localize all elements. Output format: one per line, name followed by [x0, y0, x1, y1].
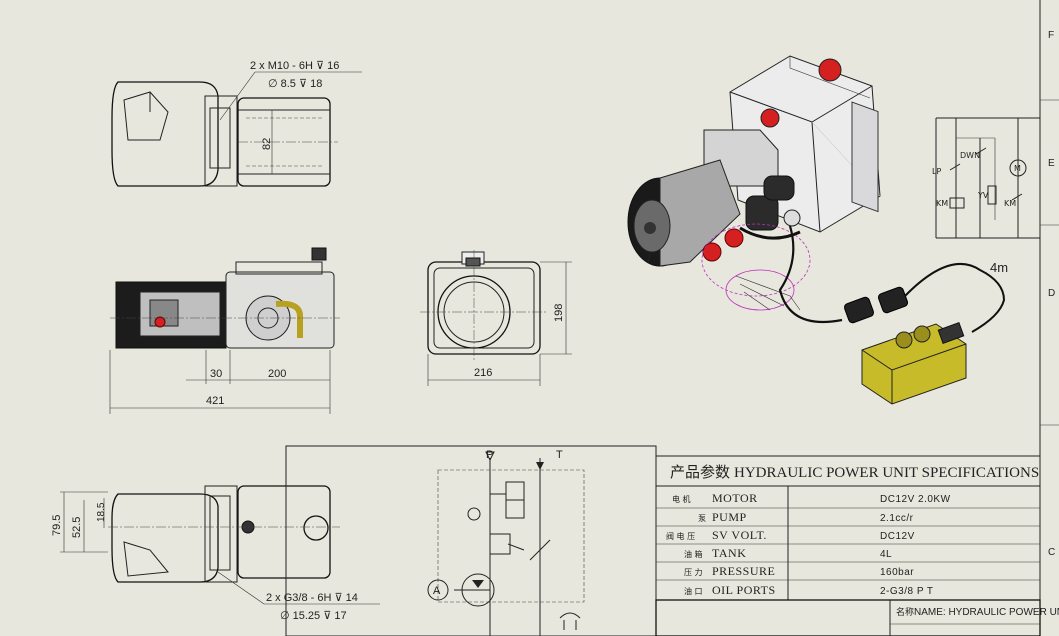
top-view: 82 2 x M10 - 6H ⊽ 16 ∅ 8.5 ⊽ 18	[111, 60, 362, 187]
dim-52-5: 52.5	[71, 517, 83, 538]
dim-216: 216	[474, 367, 492, 379]
spec-row-value: 160bar	[880, 567, 914, 578]
relief-valve-cap	[760, 108, 780, 128]
spec-row-cn: 油 口	[684, 586, 703, 596]
title-block: 名称 NAME: HYDRAULIC POWER UNIT	[655, 599, 1059, 636]
control-cable	[778, 225, 843, 324]
title-name-en: NAME: HYDRAULIC POWER UNIT	[914, 607, 1059, 618]
spec-row-value: DC12V 2.0KW	[880, 494, 951, 505]
border-letter-e: E	[1048, 158, 1055, 169]
spec-row-label: PUMP	[712, 510, 747, 524]
drawing-border: F E D C	[1039, 0, 1059, 636]
spec-row-label: SV VOLT.	[712, 528, 767, 542]
spec-table: 产品参数 HYDRAULIC POWER UNIT SPECIFICATIONS…	[655, 455, 1041, 601]
label-km-1: KM	[936, 199, 948, 208]
spec-title-cn: 产品参数	[670, 464, 730, 481]
label-km-2: KM	[1004, 199, 1016, 208]
spec-row-label: TANK	[712, 546, 746, 560]
thread-callout-2: ∅ 8.5 ⊽ 18	[268, 78, 322, 90]
side-view: 30 200 421	[109, 247, 340, 414]
dim-79-5: 79.5	[51, 515, 63, 536]
spec-row-cn: 泵	[698, 514, 706, 523]
port-t-label: T	[556, 449, 563, 461]
highlight-circle	[701, 223, 811, 297]
spec-row-value: 2.1cc/r	[880, 513, 914, 524]
spec-row-value: 2-G3/8 P T	[880, 586, 934, 597]
dim-200: 200	[268, 368, 286, 380]
spec-row-cn: 油 箱	[684, 549, 703, 559]
electrical-schematic: LP DWN KM M YV KM	[932, 117, 1040, 239]
dim-421: 421	[206, 395, 224, 407]
title-name-cn: 名称	[896, 606, 914, 618]
bottom-view: 79.5 52.5 18.5 2 x G3/8 - 6H ⊽ 14 ∅ 15.2…	[51, 485, 380, 622]
spec-row-label: OIL PORTS	[712, 583, 776, 597]
spec-row-label: PRESSURE	[712, 564, 775, 578]
valve-red-cap	[154, 316, 166, 328]
label-dn: DWN	[960, 151, 980, 160]
spec-row-value: 4L	[880, 549, 892, 560]
dim-30: 30	[210, 368, 222, 380]
label-m: M	[1014, 164, 1021, 173]
spec-row-value: DC12V	[880, 531, 915, 542]
label-yv: YV	[977, 191, 989, 200]
spec-title-en: HYDRAULIC POWER UNIT SPECIFICATIONS	[734, 465, 1039, 481]
thread-callout-1: 2 x M10 - 6H ⊽ 16	[250, 60, 339, 72]
front-view: 198 216	[420, 250, 572, 386]
pendant-controller	[861, 323, 967, 405]
isometric-assembly: 4m	[627, 55, 1008, 405]
spec-row-label: MOTOR	[712, 491, 758, 505]
dim-198: 198	[553, 304, 565, 322]
dim-18-5: 18.5	[96, 502, 107, 522]
port-p-label: P	[486, 449, 493, 461]
port-callout-1: 2 x G3/8 - 6H ⊽ 14	[266, 592, 358, 604]
border-letter-f: F	[1048, 30, 1054, 41]
spec-row-cn: 电 机	[672, 494, 691, 504]
border-letter-d: D	[1048, 288, 1055, 299]
dim-82: 82	[261, 138, 273, 150]
pump-label-a: A	[433, 585, 441, 597]
filler-cap	[818, 58, 842, 82]
label-lp: LP	[932, 167, 941, 176]
cable-length-label: 4m	[990, 260, 1008, 275]
spec-row-cn: 压 力	[684, 567, 703, 577]
port-callout-2: ∅ 15.25 ⊽ 17	[280, 610, 347, 622]
spec-row-cn: 阀 电 压	[666, 531, 695, 541]
hydraulic-schematic: P T A	[285, 445, 657, 636]
border-letter-c: C	[1048, 547, 1055, 558]
